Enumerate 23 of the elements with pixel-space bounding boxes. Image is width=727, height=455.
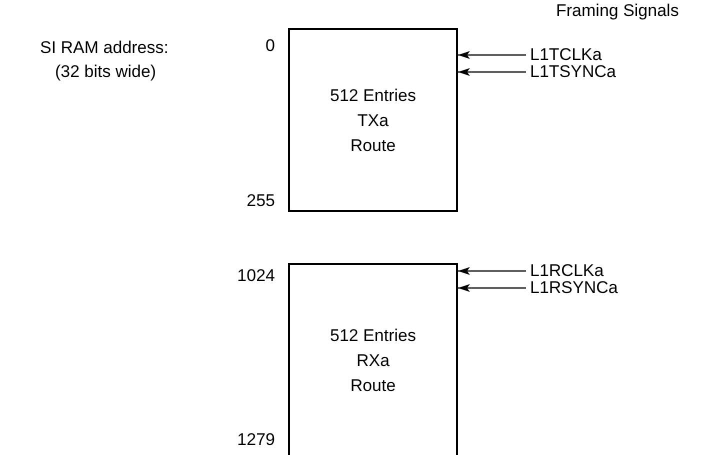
- block-text: TXa: [357, 110, 389, 132]
- arrow: [458, 284, 526, 292]
- signal-name: L1TCLKa: [530, 45, 602, 65]
- signal-name: L1RSYNCa: [530, 278, 618, 298]
- address-number: 1024: [237, 266, 275, 286]
- block-text: 512 Entries: [330, 324, 416, 346]
- block-text: Route: [350, 134, 396, 156]
- address-number: 0: [266, 36, 275, 56]
- arrow: [458, 51, 526, 59]
- arrow: [458, 68, 526, 76]
- signal-name: L1TSYNCa: [530, 62, 616, 82]
- arrow: [458, 267, 526, 275]
- annotation: (32 bits wide): [55, 62, 156, 82]
- address-number: 255: [246, 191, 275, 211]
- memory-block: [288, 28, 458, 212]
- open-memory-block: [288, 263, 458, 455]
- block-text: 512 Entries: [330, 84, 416, 106]
- annotation: SI RAM address:: [40, 38, 168, 58]
- address-number: 1279: [237, 430, 275, 450]
- block-text: Route: [350, 374, 396, 396]
- signal-name: L1RCLKa: [530, 261, 604, 281]
- heading: Framing Signals: [556, 1, 679, 21]
- block-text: RXa: [356, 350, 390, 372]
